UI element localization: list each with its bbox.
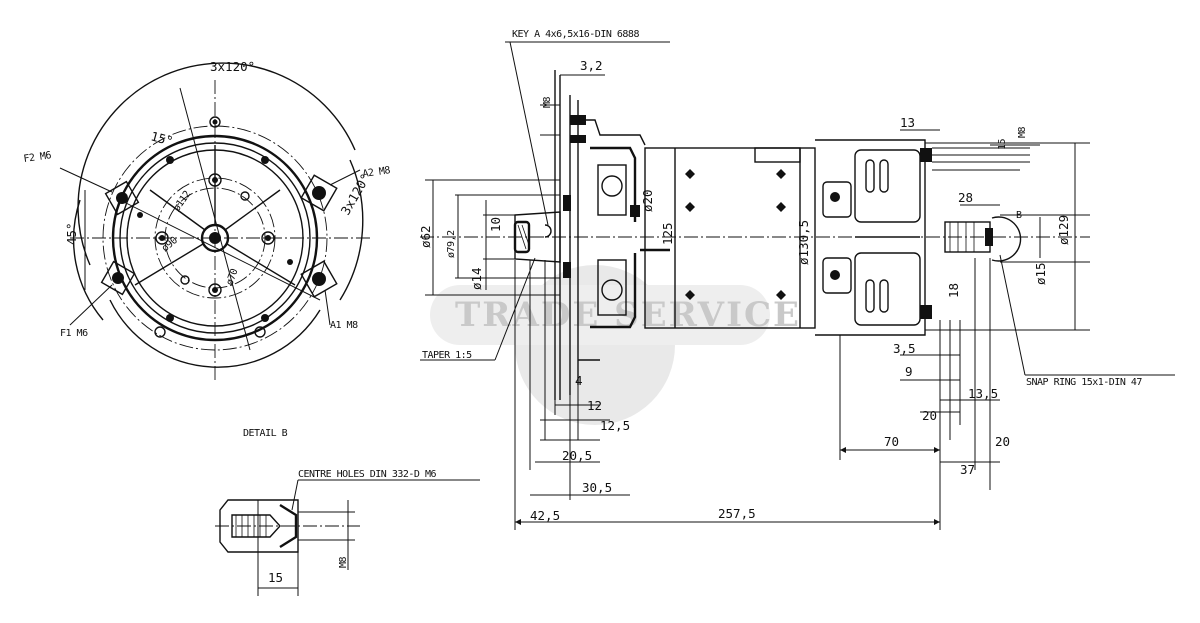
terminal-f1-block [100, 260, 136, 296]
dim-4: 4 [575, 373, 583, 388]
dim-m8-rear: M8 [1017, 126, 1028, 138]
dim-18: 18 [946, 283, 961, 298]
dim-12-5: 12,5 [600, 418, 630, 433]
terminal-f2-block [104, 180, 140, 216]
dim-14: ø14 [469, 267, 484, 290]
taper-label: TAPER 1:5 [422, 350, 472, 361]
dim-20-5: 20,5 [562, 448, 592, 463]
dim-129: ø129 [1056, 215, 1071, 245]
terminal-f1-label: F1 M6 [60, 328, 88, 339]
terminal-a2-block [300, 174, 338, 212]
detail-b-dim-m8: M8 [338, 556, 349, 568]
side-view: KEY A 4x6,5x16-DIN 6888 3,2 M8 ø62 ø79,2… [418, 29, 1175, 530]
dim-37: 37 [960, 462, 975, 477]
detail-b-dim-15: 15 [268, 570, 283, 585]
front-view: 3x120° 3x120° 15° ø112 ø90 ø70 45° F2 M6… [23, 59, 391, 380]
dia-70-label: ø70 [224, 267, 240, 287]
dim-30-5: 30,5 [582, 480, 612, 495]
dim-10: 10 [488, 217, 503, 232]
dim-42-5: 42,5 [530, 508, 560, 523]
dim-70: 70 [884, 434, 899, 449]
label-b: B [1016, 210, 1022, 221]
snap-ring-label: SNAP RING 15x1-DIN 47 [1026, 377, 1142, 388]
dim-15-rear: 15 [997, 138, 1008, 150]
dim-62: ø62 [418, 225, 433, 248]
dim-28: 28 [958, 190, 973, 205]
terminal-a1-label: A1 M8 [330, 320, 358, 331]
dim-12: 12 [587, 398, 602, 413]
dim-125: 125 [660, 222, 675, 245]
angle-45-label: 45° [64, 222, 79, 245]
detail-b: DETAIL B CENTRE HOLES DIN 332-D M6 15 M8 [215, 428, 480, 596]
dim-13-5: 13,5 [968, 386, 998, 401]
dim-3-5: 3,5 [893, 341, 916, 356]
dim-9: 9 [905, 364, 913, 379]
dim-m8-front: M8 [542, 96, 553, 108]
dim-130-5: ø130,5 [796, 220, 811, 265]
dim-20: ø20 [640, 189, 655, 212]
dim-257-5: 257,5 [718, 506, 756, 521]
key-label: KEY A 4x6,5x16-DIN 6888 [512, 29, 639, 40]
terminal-a2-label: A2 M8 [362, 165, 391, 180]
dim-13: 13 [900, 115, 915, 130]
dim-15-shaft: ø15 [1033, 262, 1048, 285]
centre-holes-note: CENTRE HOLES DIN 332-D M6 [298, 469, 436, 480]
dim-20a: 20 [922, 408, 937, 423]
angle-top-label: 3x120° [210, 59, 255, 74]
dim-79-2: ø79,2 [446, 230, 457, 258]
dia-112-label: ø112 [171, 189, 193, 214]
angle-15-label: 15° [149, 128, 175, 148]
terminal-f2-label: F2 M6 [23, 150, 52, 165]
dim-3-2: 3,2 [580, 58, 603, 73]
terminal-a1-block [300, 260, 338, 298]
detail-b-title: DETAIL B [243, 428, 288, 439]
dim-20b: 20 [995, 434, 1010, 449]
